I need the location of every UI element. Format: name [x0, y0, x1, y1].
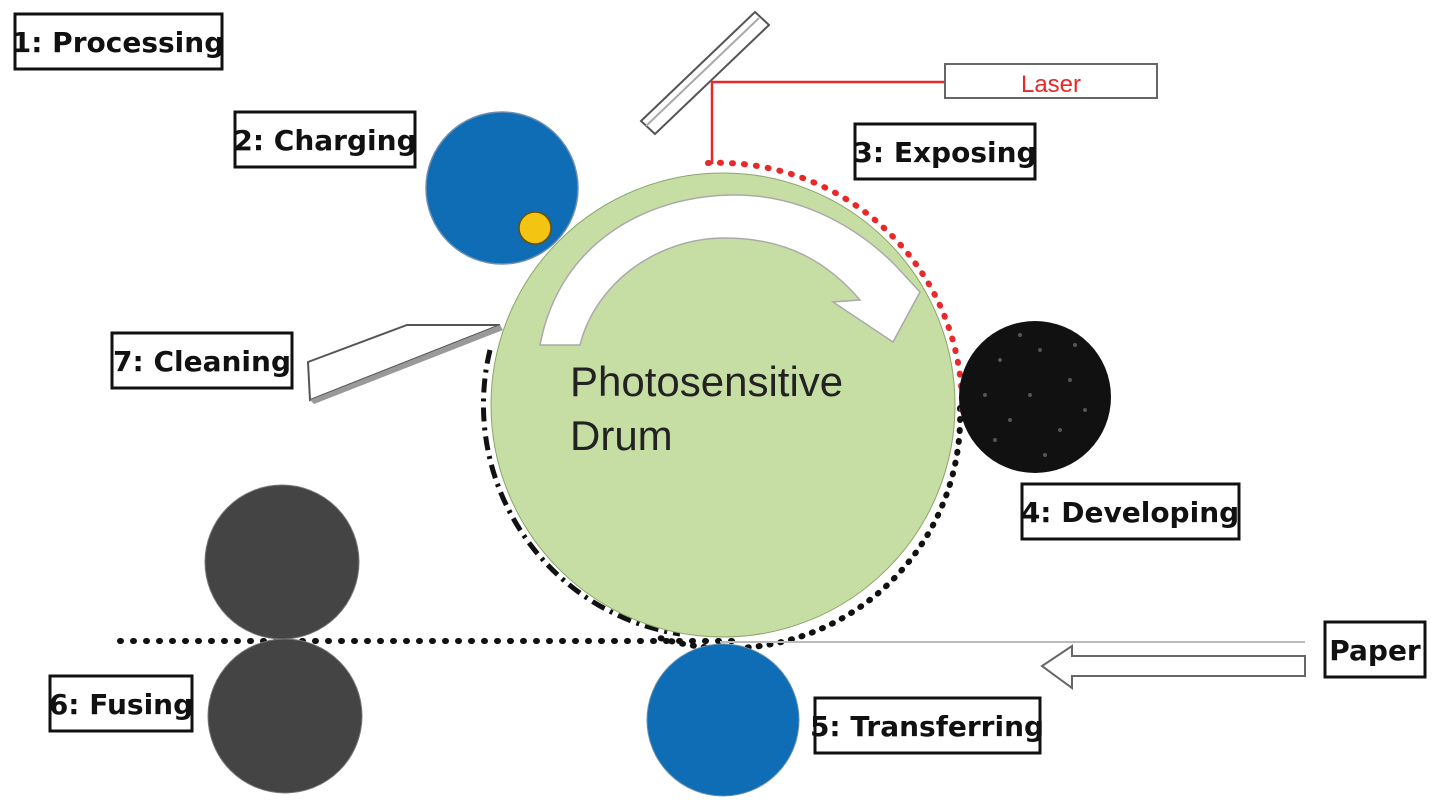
laser-label: Laser [1021, 71, 1081, 98]
label-fusing: 6: Fusing [48, 674, 194, 733]
svg-text:7: Cleaning: 7: Cleaning [113, 345, 291, 378]
label-transferring: 5: Transferring [810, 696, 1044, 755]
svg-text:4: Developing: 4: Developing [1021, 496, 1239, 529]
fuser-roller-bottom [207, 638, 363, 794]
cleaning-blade-shadow [310, 325, 503, 404]
drum-label-line2: Drum [570, 412, 673, 459]
label-paper: Paper [1323, 620, 1427, 679]
laser-mirror [639, 10, 771, 136]
laser-mirror-edge [645, 17, 760, 127]
svg-text:Paper: Paper [1329, 634, 1421, 667]
charge-dot [518, 211, 552, 245]
fuser-roller-top [204, 484, 360, 640]
laser-unit [944, 63, 1158, 99]
svg-text:1: Processing: 1: Processing [12, 26, 225, 59]
paper-direction-arrow-icon [1040, 644, 1306, 690]
label-charging: 2: Charging [233, 110, 417, 169]
label-processing: 1: Processing [12, 12, 225, 71]
svg-text:2: Charging: 2: Charging [233, 124, 416, 157]
drum-label-line1: Photosensitive [570, 358, 843, 405]
charging-roller [425, 111, 579, 265]
developing-roller [959, 321, 1111, 473]
photosensitive-drum [490, 172, 956, 638]
svg-text:6: Fusing: 6: Fusing [49, 688, 193, 721]
label-exposing: 3: Exposing [853, 122, 1037, 181]
laser-beam [710, 80, 945, 164]
svg-text:3: Exposing: 3: Exposing [853, 136, 1036, 169]
label-developing: 4: Developing [1020, 482, 1241, 541]
exposed-surface-arc [705, 159, 966, 413]
rotation-arrow-icon [539, 194, 921, 346]
cleaning-blade [306, 324, 501, 402]
toner-speckles [983, 333, 1087, 457]
svg-text:5: Transferring: 5: Transferring [810, 710, 1044, 743]
label-cleaning: 7: Cleaning [110, 331, 294, 390]
transfer-roller [646, 643, 800, 797]
cleaned-surface-arc [481, 349, 681, 637]
